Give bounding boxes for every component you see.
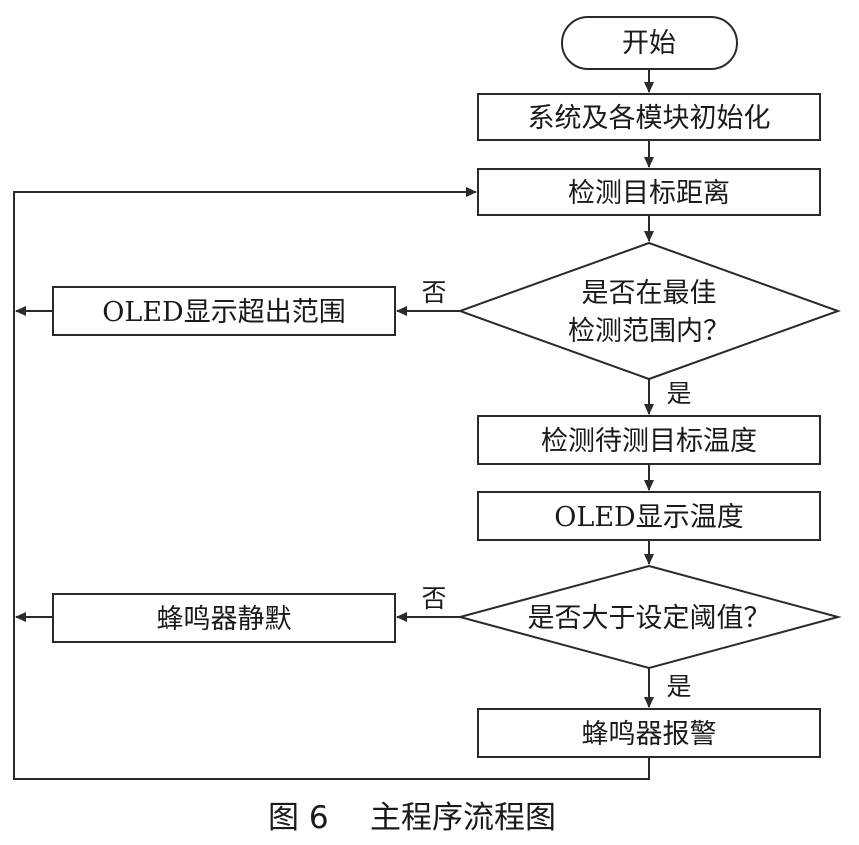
detect-temperature-label: 检测待测目标温度: [541, 426, 757, 457]
threshold-yes-label: 是: [666, 672, 691, 701]
init-label: 系统及各模块初始化: [528, 103, 771, 134]
range-decision-line1: 是否在最佳: [582, 278, 717, 309]
start-label: 开始: [622, 28, 676, 59]
range-decision-line2: 检测范围内？: [568, 316, 730, 347]
range-no-label: 否: [421, 278, 446, 307]
oled-out-of-range-label: OLED显示超出范围: [102, 297, 345, 328]
buzzer-silent-process: 蜂鸣器静默: [52, 593, 396, 643]
range-decision: 是否在最佳 检测范围内？: [457, 241, 841, 381]
figure-number: 图 6: [268, 800, 329, 836]
figure-title: 主程序流程图: [370, 800, 556, 836]
threshold-decision-label: 是否大于设定阈值？: [528, 603, 771, 634]
detect-temperature-process: 检测待测目标温度: [477, 415, 821, 465]
range-yes-label: 是: [666, 379, 691, 408]
detect-distance-process: 检测目标距离: [477, 168, 821, 216]
init-process: 系统及各模块初始化: [477, 93, 821, 141]
buzzer-alarm-label: 蜂鸣器报警: [582, 719, 717, 750]
start-terminal: 开始: [561, 16, 738, 70]
threshold-decision: 是否大于设定阈值？: [456, 564, 842, 670]
oled-temperature-process: OLED显示温度: [477, 491, 821, 541]
detect-distance-label: 检测目标距离: [568, 178, 730, 209]
oled-out-of-range-process: OLED显示超出范围: [52, 286, 396, 336]
loop-back-arrow: [13, 187, 650, 780]
oled-temperature-label: OLED显示温度: [554, 502, 743, 533]
buzzer-alarm-process: 蜂鸣器报警: [477, 708, 821, 758]
buzzer-silent-label: 蜂鸣器静默: [157, 604, 292, 635]
threshold-no-label: 否: [421, 584, 446, 613]
